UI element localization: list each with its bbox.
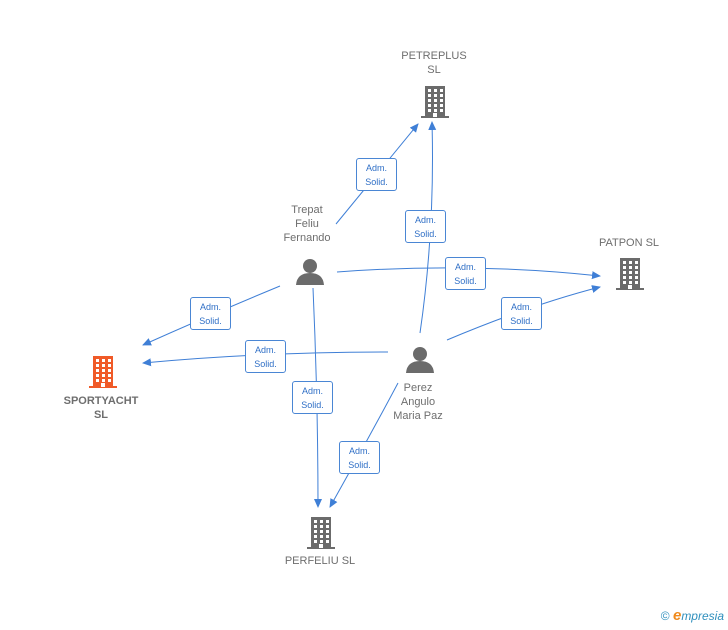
building-icon-sportyacht[interactable]	[89, 356, 117, 388]
node-label-perez[interactable]: Perez Angulo Maria Paz	[393, 382, 443, 422]
building-icon-patpon[interactable]	[616, 258, 644, 290]
empresia-logo-initial: e	[672, 607, 682, 624]
empresia-logo-text: mpresia	[681, 609, 724, 623]
node-label-sportyacht[interactable]: SPORTYACHT SL	[63, 395, 139, 421]
node-label-perfeliu[interactable]: PERFELIU SL	[284, 555, 356, 567]
edge-label-trepat-sportyacht: Adm. Solid.	[190, 297, 231, 330]
edge-label-perez-perfeliu: Adm. Solid.	[339, 441, 380, 474]
edge-label-perez-patpon: Adm. Solid.	[501, 297, 542, 330]
copyright-icon: ©	[660, 609, 670, 623]
footer-brand: © empresia	[661, 607, 724, 624]
node-label-petreplus[interactable]: PETREPLUS SL	[401, 50, 467, 76]
edge-label-trepat-patpon: Adm. Solid.	[445, 257, 486, 290]
person-icon-trepat[interactable]	[296, 259, 324, 285]
person-icon-perez[interactable]	[406, 347, 434, 373]
edge-label-trepat-petreplus: Adm. Solid.	[356, 158, 397, 191]
node-label-trepat[interactable]: Trepat Feliu Fernando	[283, 204, 331, 244]
building-icon-perfeliu[interactable]	[307, 517, 335, 549]
node-label-patpon[interactable]: PATPON SL	[598, 237, 660, 249]
building-icon-petreplus[interactable]	[421, 86, 449, 118]
edge-label-perez-sportyacht: Adm. Solid.	[245, 340, 286, 373]
edge-label-perez-petreplus: Adm. Solid.	[405, 210, 446, 243]
edge-label-trepat-perfeliu: Adm. Solid.	[292, 381, 333, 414]
